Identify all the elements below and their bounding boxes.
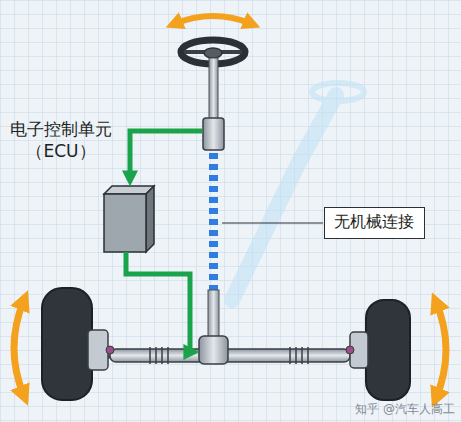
ball-joint [346, 346, 354, 354]
rotation-arrow [174, 16, 252, 24]
callout-text: 无机械连接 [334, 212, 415, 233]
upper-shaft [209, 58, 218, 120]
callout-box: 无机械连接 [324, 207, 425, 239]
ghost-shaft [232, 95, 336, 300]
steering-motor [199, 336, 228, 364]
steering-rack [72, 336, 384, 364]
rack-boot [150, 347, 308, 364]
ecu-box [104, 186, 154, 252]
left-wheel [42, 288, 114, 400]
turn-arrow [14, 300, 24, 396]
hub [88, 330, 108, 370]
wheel-hub [204, 48, 222, 58]
angle-sensor [203, 118, 224, 150]
part-label: 电子控制单元 （ECU） [2, 118, 120, 162]
signal-line [130, 131, 202, 180]
right-wheel [346, 300, 410, 400]
dashed-link [209, 153, 218, 290]
rack-tube [110, 349, 350, 362]
ghost-column [232, 83, 364, 300]
tire [366, 300, 410, 400]
leader-line [222, 222, 323, 223]
control-line [126, 252, 193, 352]
ghost-wheel [312, 83, 364, 101]
turn-arrow [436, 302, 446, 398]
ball-joint [106, 346, 114, 354]
tire [42, 288, 92, 400]
ecu-front [104, 194, 146, 252]
watermark: 知乎 @汽车人高工 [355, 402, 455, 418]
lower-shaft [208, 290, 219, 340]
ecu-side [146, 186, 154, 252]
